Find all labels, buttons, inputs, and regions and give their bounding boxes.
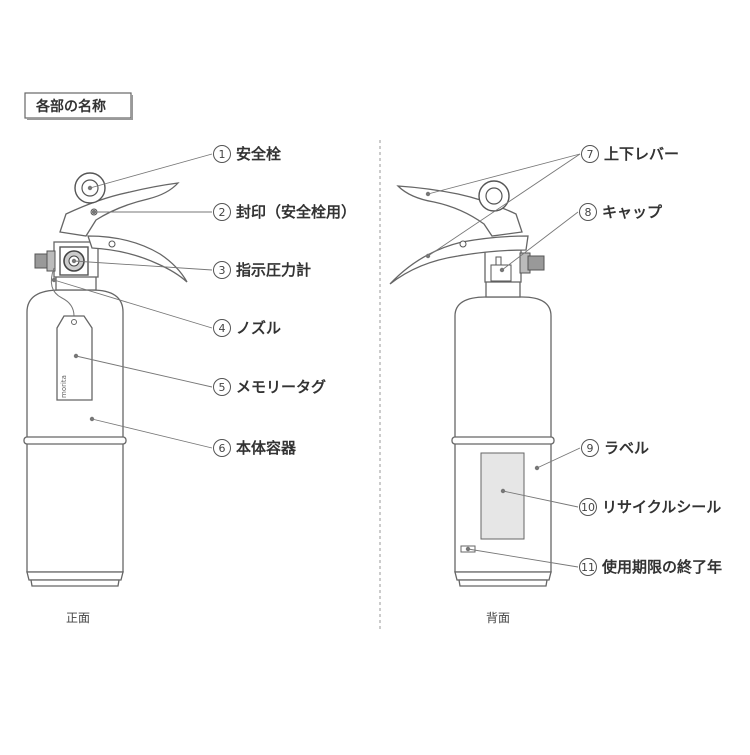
- back-band: [451, 436, 555, 445]
- front-extinguisher: morita: [23, 172, 188, 587]
- part-name: ノズル: [236, 319, 281, 337]
- part-number: 3: [219, 264, 226, 277]
- part-label-9: 9 ラベル: [581, 439, 649, 457]
- front-upper-lever: [59, 182, 180, 237]
- front-nozzle-cap: [34, 250, 56, 272]
- back-lower-lever: [389, 235, 529, 285]
- part-name: メモリータグ: [236, 378, 326, 396]
- part-number: 7: [587, 148, 594, 161]
- part-name: 安全栓: [236, 145, 281, 163]
- part-name: 指示圧力計: [236, 261, 311, 279]
- part-name: リサイクルシール: [602, 498, 721, 516]
- memory-tag: morita: [56, 315, 93, 401]
- back-view-caption: 背面: [486, 611, 510, 625]
- part-number-circle: [213, 261, 231, 279]
- part-number: 8: [585, 206, 592, 219]
- back-base: [454, 571, 552, 581]
- part-number: 1: [219, 148, 226, 161]
- front-lower-lever: [87, 235, 188, 283]
- title-box: 各部の名称: [24, 92, 133, 120]
- part-label-1: 1 安全栓: [213, 145, 281, 163]
- part-labels: 1 安全栓 2 封印（安全栓用） 3 指示圧力計 4 ノズル 5 メモリータグ 6 本体容器 7 上下レバ…: [213, 145, 722, 576]
- part-label-6: 6 本体容器: [213, 439, 297, 457]
- back-leaders: [425, 153, 581, 568]
- back-extinguisher: [389, 180, 555, 587]
- recycle-seal: [480, 452, 525, 540]
- back-upper-lever: [396, 185, 523, 237]
- part-number-circle: [581, 145, 599, 163]
- part-number: 4: [219, 322, 226, 335]
- part-number: 10: [581, 501, 595, 514]
- part-number-circle: [213, 145, 231, 163]
- front-view-caption: 正面: [66, 611, 90, 625]
- part-name: 本体容器: [236, 439, 297, 457]
- part-number: 6: [219, 442, 226, 455]
- part-number-circle: [579, 203, 597, 221]
- part-number: 11: [581, 561, 595, 574]
- part-label-5: 5 メモリータグ: [213, 378, 326, 396]
- part-name: キャップ: [602, 203, 663, 221]
- back-body: [454, 296, 552, 573]
- back-safety-pin: [478, 180, 510, 212]
- part-number-circle: [213, 439, 231, 457]
- front-leaders: [51, 153, 213, 449]
- part-number-circle: [579, 498, 597, 516]
- part-label-10: 10 リサイクルシール: [579, 498, 721, 516]
- part-label-7: 7 上下レバー: [581, 145, 679, 163]
- part-number: 5: [219, 381, 226, 394]
- part-number: 2: [219, 206, 226, 219]
- part-name: 使用期限の終了年: [601, 558, 722, 576]
- part-number-circle: [213, 319, 231, 337]
- part-label-2: 2 封印（安全栓用）: [213, 203, 356, 221]
- part-number: 9: [587, 442, 594, 455]
- part-number-circle: [213, 378, 231, 396]
- front-band: [23, 436, 127, 445]
- part-label-11: 11 使用期限の終了年: [579, 558, 722, 576]
- section-title: 各部の名称: [35, 98, 106, 115]
- part-name: ラベル: [604, 439, 649, 457]
- part-number-circle: [581, 439, 599, 457]
- part-label-3: 3 指示圧力計: [213, 261, 311, 279]
- part-label-8: 8 キャップ: [579, 203, 663, 221]
- part-name: 上下レバー: [604, 145, 679, 163]
- part-number-circle: [579, 558, 597, 576]
- tag-brand: morita: [60, 375, 68, 398]
- part-name: 封印（安全栓用）: [236, 203, 356, 221]
- front-base: [26, 571, 124, 581]
- part-label-4: 4 ノズル: [213, 319, 281, 337]
- part-number-circle: [213, 203, 231, 221]
- back-cap: [519, 252, 545, 274]
